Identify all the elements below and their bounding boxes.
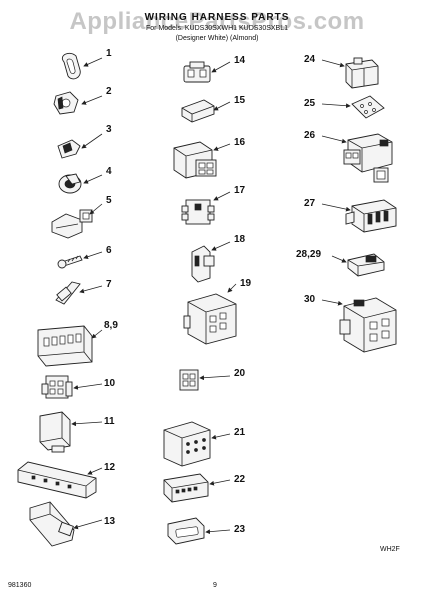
leader-15 [213, 101, 231, 111]
leader-25 [321, 103, 351, 109]
leader-18 [211, 241, 231, 251]
callout-19: 19 [240, 278, 252, 289]
leader-20 [199, 375, 231, 381]
callout-20: 20 [234, 368, 246, 379]
leader-14 [211, 61, 231, 73]
leader-13 [73, 519, 103, 530]
callout-10: 10 [104, 378, 116, 389]
callout-24: 24 [304, 54, 316, 65]
leader-30 [321, 299, 343, 306]
part-10-plug [41, 375, 73, 399]
part-1-clip [62, 52, 81, 80]
leader-21 [211, 433, 231, 440]
part-19-multi-pin-housing [183, 293, 237, 345]
part-22-pin-array [163, 473, 209, 503]
part-11-housing [39, 411, 71, 453]
part-26-relay-assembly [343, 133, 393, 183]
callout-25: 25 [304, 98, 316, 109]
leader-16 [213, 143, 231, 151]
leader-12 [87, 467, 103, 475]
leader-28 [331, 255, 347, 263]
part-2-wire-clip [53, 91, 79, 115]
callout-11: 11 [104, 416, 115, 427]
leader-17 [213, 191, 231, 201]
page-number: 9 [213, 582, 217, 589]
document-number: 981360 [8, 582, 32, 589]
callout-22: 22 [234, 474, 246, 485]
part-3-terminal [57, 139, 81, 159]
diagram-subtitle: For Models: KUDS30SXWH1 KUDS30SXBL1 [146, 25, 288, 32]
callout-28-29: 28,29 [296, 249, 322, 260]
diagram-subtitle-colors: (Designer White) (Almond) [175, 35, 259, 42]
callout-4: 4 [106, 166, 112, 177]
part-21-cube-housing [163, 421, 211, 467]
diagram-title: WIRING HARNESS PARTS [144, 12, 290, 23]
callout-18: 18 [234, 234, 246, 245]
callout-14: 14 [234, 55, 246, 66]
part-18-latch [191, 245, 215, 283]
part-4-grommet [58, 173, 82, 194]
part-30-large-housing [339, 297, 397, 353]
part-7-strap [55, 281, 81, 305]
part-15-spade-cover [181, 99, 215, 123]
leader-4 [83, 174, 103, 184]
leader-24 [321, 59, 345, 68]
leader-2 [81, 95, 103, 105]
callout-7: 7 [106, 279, 112, 290]
leader-6 [83, 251, 103, 260]
part-27-latching-connector [345, 199, 397, 233]
callout-26: 26 [304, 130, 316, 141]
part-23-flat-connector [167, 517, 205, 545]
diagram-code: WH2F [380, 546, 400, 553]
callout-16: 16 [234, 137, 246, 148]
callout-5: 5 [106, 195, 112, 206]
part-24-double-socket [345, 57, 379, 89]
watermark-text: AppliancePartsPros.com [69, 8, 365, 35]
leader-3 [81, 133, 103, 149]
callout-8-9: 8,9 [104, 320, 118, 331]
leader-19 [227, 283, 237, 293]
part-20-small-plug [179, 369, 199, 391]
part-12-strip [17, 461, 97, 499]
callout-17: 17 [234, 185, 246, 196]
leader-22 [209, 479, 231, 486]
part-6-screw [57, 255, 83, 269]
callout-13: 13 [104, 516, 116, 527]
callout-3: 3 [106, 124, 112, 135]
callout-30: 30 [304, 294, 316, 305]
part-8-connector-block [37, 325, 93, 367]
callout-15: 15 [234, 95, 246, 106]
callout-12: 12 [104, 462, 116, 473]
leader-26 [321, 135, 347, 144]
part-5-bracket [51, 209, 93, 239]
callout-21: 21 [234, 427, 246, 438]
leader-8 [91, 329, 103, 339]
leader-23 [205, 529, 231, 535]
part-14-two-pin-plug [183, 61, 211, 83]
leader-7 [79, 285, 103, 294]
part-16-rect-housing [173, 141, 217, 179]
leader-10 [73, 383, 103, 390]
leader-11 [71, 421, 103, 427]
part-13-sleeve [29, 501, 75, 547]
part-17-switch-block [181, 199, 215, 225]
callout-27: 27 [304, 198, 316, 209]
callout-2: 2 [106, 86, 112, 97]
callout-6: 6 [106, 245, 112, 256]
callout-23: 23 [234, 524, 246, 535]
leader-5 [89, 203, 103, 215]
leader-27 [321, 203, 351, 212]
part-25-plate [351, 95, 385, 119]
callout-1: 1 [106, 48, 112, 59]
leader-1 [83, 57, 103, 67]
part-28-terminal-block [347, 253, 385, 277]
